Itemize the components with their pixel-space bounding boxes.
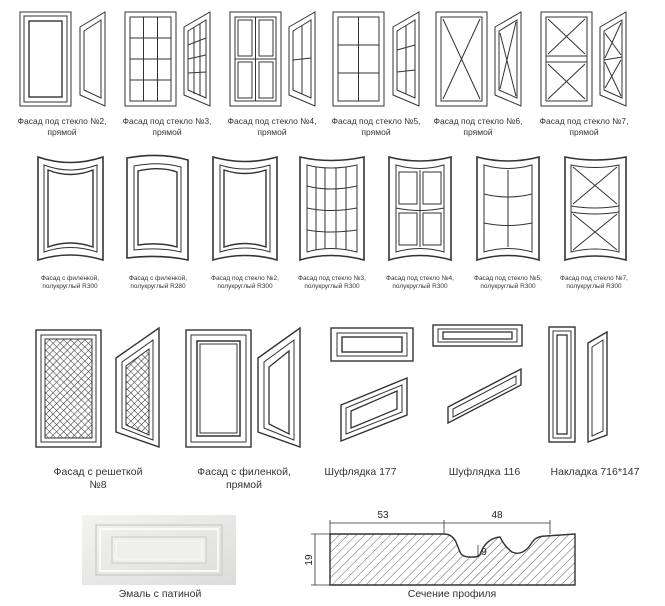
label-glass-3-curved: Фасад под стекло №3, полукруглый R300 <box>298 275 366 291</box>
label-glass-3-straight: Фасад под стекло №3, прямой <box>122 116 212 137</box>
label-glass-5-straight: Фасад под стекло №5, прямой <box>331 116 421 137</box>
facade-glass-3-curved <box>299 155 365 262</box>
enamel-patina-sample <box>82 515 236 585</box>
overlay-716x147 <box>548 326 608 444</box>
facade-glass-5-curved <box>476 155 540 262</box>
profile-dim-a: 53 <box>377 510 389 521</box>
label-lattice-8: Фасад с решеткой №8 <box>53 466 143 492</box>
facade-glass-4-straight <box>229 11 316 107</box>
label-glass-5-curved: Фасад под стекло №5, полукруглый R300 <box>474 275 542 291</box>
facade-panel-curved-r280 <box>126 154 189 261</box>
label-drawer-116: Шуфлядка 116 <box>448 466 521 478</box>
facade-glass-4-curved <box>388 155 452 262</box>
facade-glass-2-straight <box>19 11 106 107</box>
facade-glass-7-straight <box>540 11 627 107</box>
label-panel-curved-r300: Фасад с филенкой, полукруглый R300 <box>40 275 100 291</box>
profile-dim-b: 48 <box>491 510 503 521</box>
facade-panel-straight <box>185 326 301 448</box>
facade-glass-6-straight <box>435 11 522 107</box>
profile-dim-h: 19 <box>304 554 315 566</box>
label-panel-straight: Фасад с филенкой, прямой <box>197 466 291 492</box>
label-glass-7-straight: Фасад под стекло №7, прямой <box>539 116 629 137</box>
label-glass-2-curved: Фасад под стекло №2, полукруглый R300 <box>211 275 279 291</box>
label-panel-curved-r280: Фасад с филенкой, полукруглый R280 <box>128 275 188 291</box>
drawer-177 <box>330 327 414 443</box>
label-enamel-patina: Эмаль с патиной <box>118 588 202 600</box>
profile-section: 53 48 19 9 <box>304 510 576 586</box>
label-glass-2-straight: Фасад под стекло №2, прямой <box>17 116 107 137</box>
profile-dim-d: 9 <box>481 547 487 558</box>
label-drawer-177: Шуфлядка 177 <box>324 466 397 478</box>
facade-glass-7-curved <box>564 156 627 262</box>
label-glass-6-straight: Фасад под стекло №6, прямой <box>433 116 523 137</box>
facade-panel-curved-r300 <box>37 155 104 262</box>
label-overlay-716x147: Накладка 716*147 <box>550 466 640 478</box>
label-glass-4-curved: Фасад под стекло №4, полукруглый R300 <box>386 275 454 291</box>
facade-lattice-8 <box>35 326 160 448</box>
facade-glass-2-curved <box>212 155 278 262</box>
label-profile-section: Сечение профиля <box>407 588 497 600</box>
facade-glass-3-straight <box>124 11 211 107</box>
label-glass-4-straight: Фасад под стекло №4, прямой <box>227 116 317 137</box>
drawer-116 <box>432 324 523 425</box>
facade-glass-5-straight <box>332 11 420 107</box>
label-glass-7-curved: Фасад под стекло №7, полукруглый R300 <box>560 275 628 291</box>
